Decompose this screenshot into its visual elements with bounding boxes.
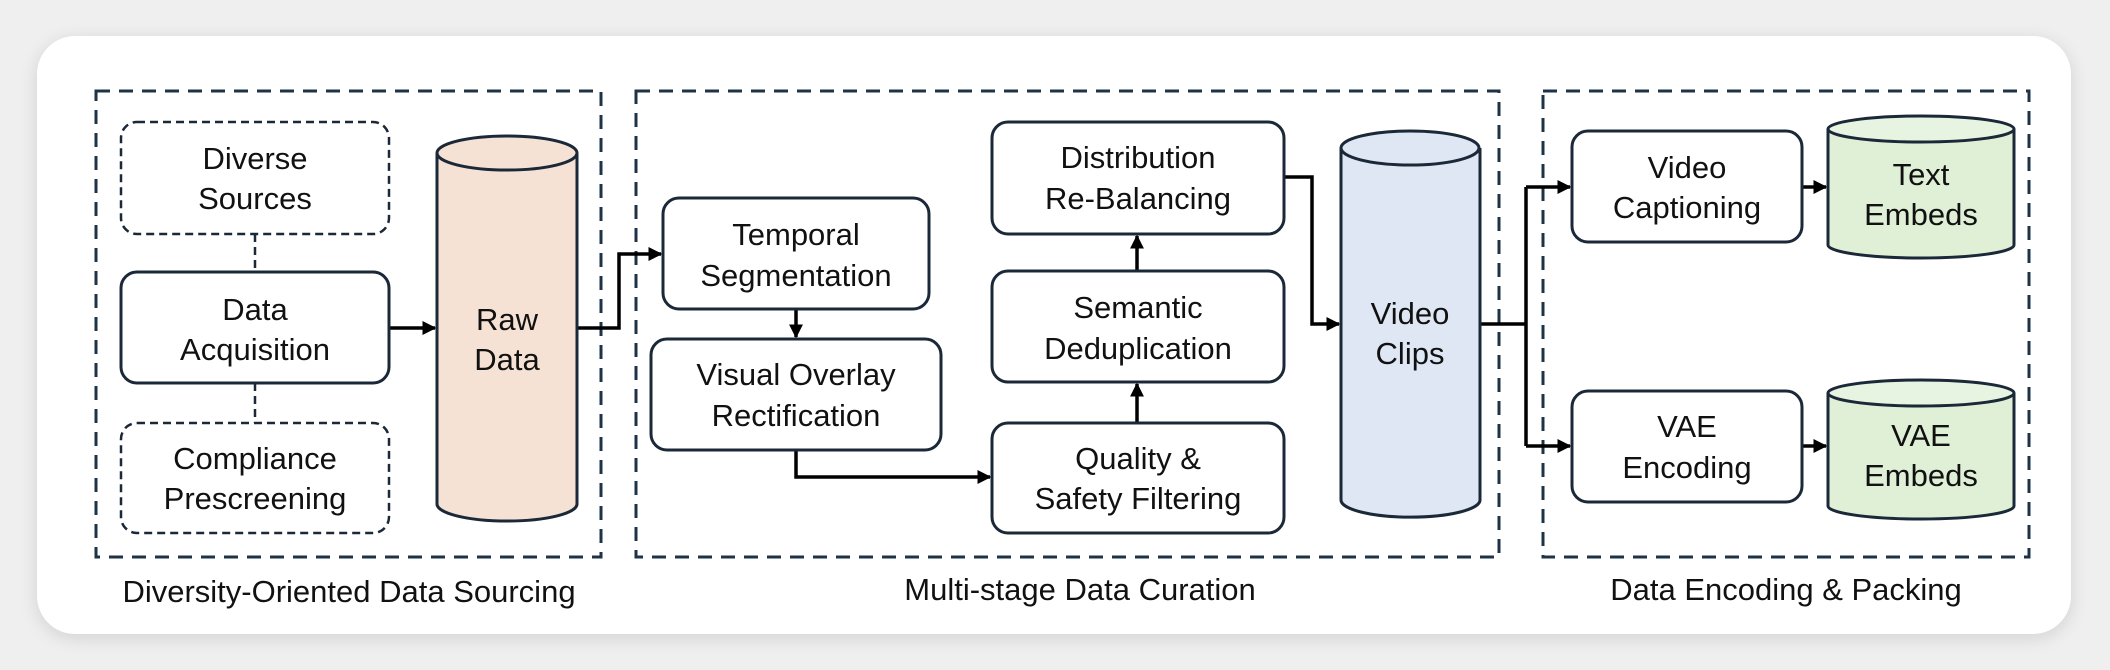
svg-text:Re-Balancing: Re-Balancing [1045, 181, 1231, 216]
node-diverse-sources: Diverse Sources [119, 120, 391, 236]
svg-text:Clips: Clips [1376, 336, 1445, 371]
svg-text:VAE: VAE [1657, 409, 1717, 444]
cylinder-video-clips: Video Clips [1339, 129, 1482, 519]
svg-text:Safety Filtering: Safety Filtering [1035, 481, 1242, 516]
group-encoding-packing [1541, 89, 2031, 559]
node-temporal-segmentation: Temporal Segmentation [661, 196, 931, 311]
svg-text:Raw: Raw [476, 302, 539, 337]
cylinder-raw-data: Raw Data [435, 134, 579, 523]
group-data-sourcing [94, 89, 603, 559]
svg-text:Compliance: Compliance [173, 441, 337, 476]
svg-text:Embeds: Embeds [1864, 458, 1978, 493]
svg-text:Prescreening: Prescreening [164, 481, 347, 516]
svg-text:Acquisition: Acquisition [180, 332, 330, 367]
svg-text:Distribution: Distribution [1060, 140, 1215, 175]
svg-text:Visual Overlay: Visual Overlay [696, 357, 896, 392]
svg-text:Diverse: Diverse [202, 141, 307, 176]
svg-text:Temporal: Temporal [732, 217, 860, 252]
cylinder-text-embeds: Text Embeds [1826, 114, 2016, 260]
node-semantic-deduplication: Semantic Deduplication [990, 269, 1286, 384]
group-data-curation [634, 89, 1501, 559]
svg-text:Video: Video [1648, 150, 1727, 185]
svg-text:Semantic: Semantic [1073, 290, 1202, 325]
arrow-distribution-to-clips [1284, 175, 1341, 331]
svg-text:Captioning: Captioning [1613, 190, 1761, 225]
node-video-captioning: Video Captioning [1570, 129, 1804, 244]
svg-text:Quality &: Quality & [1075, 441, 1201, 476]
group-label-encoding: Data Encoding & Packing [1610, 572, 1962, 607]
svg-text:Data: Data [474, 342, 540, 377]
svg-text:Text: Text [1893, 157, 1950, 192]
node-distribution-rebalancing: Distribution Re-Balancing [990, 120, 1286, 236]
svg-text:Embeds: Embeds [1864, 197, 1978, 232]
group-label-curation: Multi-stage Data Curation [904, 572, 1256, 607]
svg-text:Deduplication: Deduplication [1044, 331, 1232, 366]
group-label-sourcing: Diversity-Oriented Data Sourcing [122, 574, 575, 609]
node-data-acquisition: Data Acquisition [119, 270, 391, 385]
svg-text:Sources: Sources [198, 181, 312, 216]
svg-text:VAE: VAE [1891, 418, 1951, 453]
svg-text:Data: Data [222, 292, 288, 327]
node-visual-overlay-rectification: Visual Overlay Rectification [649, 337, 943, 452]
arrow-visual-to-quality [794, 450, 992, 484]
svg-text:Video: Video [1371, 296, 1450, 331]
cylinder-vae-embeds: VAE Embeds [1826, 378, 2016, 521]
node-compliance-prescreening: Compliance Prescreening [119, 421, 391, 535]
svg-text:Segmentation: Segmentation [700, 258, 891, 293]
node-quality-safety-filtering: Quality & Safety Filtering [990, 421, 1286, 535]
arrow-raw-to-temporal [577, 247, 663, 330]
node-vae-encoding: VAE Encoding [1570, 389, 1804, 504]
svg-text:Encoding: Encoding [1622, 450, 1751, 485]
svg-text:Rectification: Rectification [712, 398, 881, 433]
